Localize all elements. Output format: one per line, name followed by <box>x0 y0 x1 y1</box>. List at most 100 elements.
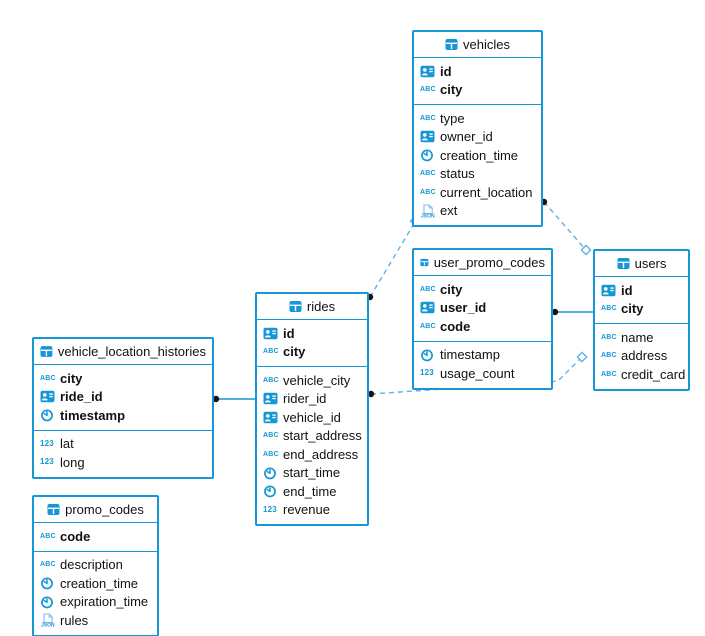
abc-string-type-icon: ABC <box>420 322 436 330</box>
field-row-end_time: end_time <box>257 482 367 501</box>
field-name: revenue <box>283 502 330 518</box>
relation-diamond-endpoint <box>580 244 592 256</box>
field-name: rules <box>60 612 89 628</box>
relationship-vehicles-to-users <box>543 201 587 251</box>
field-row-creation_time: creation_time <box>34 574 157 593</box>
abc-string-type-icon: ABC <box>601 352 617 360</box>
id-card-type-icon <box>601 284 621 297</box>
field-row-start_time: start_time <box>257 464 367 483</box>
clock-timestamp-type-icon <box>40 595 60 609</box>
abc-string-type-icon: ABC <box>601 305 617 313</box>
table-header-rides[interactable]: rides <box>257 294 367 320</box>
field-row-id: id <box>257 324 367 343</box>
field-name: description <box>60 557 123 573</box>
field-name: start_time <box>283 465 341 481</box>
field-name: type <box>440 110 465 126</box>
field-name: owner_id <box>440 129 493 145</box>
field-name: city <box>440 82 463 98</box>
table-icon <box>289 300 302 313</box>
table-header-vehicles[interactable]: vehicles <box>414 32 541 58</box>
123-number-type-icon: 123 <box>40 457 54 467</box>
123-number-type-icon: 123 <box>263 504 277 514</box>
table-name: rides <box>306 299 336 314</box>
field-row-expiration_time: expiration_time <box>34 593 157 612</box>
field-name: city <box>283 344 306 360</box>
field-row-timestamp: timestamp <box>414 346 551 365</box>
table-header-vehicle_location_histories[interactable]: vehicle_location_histories <box>34 339 212 365</box>
field-name: address <box>621 348 668 364</box>
field-name: vehicle_city <box>283 372 351 388</box>
table-header-users[interactable]: users <box>595 251 688 277</box>
primary-key-section: ABC code <box>34 523 157 551</box>
field-name: ext <box>440 203 458 219</box>
field-row-city: ABC city <box>595 300 688 319</box>
field-name: id <box>440 63 452 79</box>
field-row-vehicle_id: vehicle_id <box>257 408 367 427</box>
abc-string-type-icon: ABC <box>420 188 436 196</box>
abc-string-type-icon: ABC <box>263 348 279 356</box>
field-name: start_address <box>283 428 362 444</box>
field-row-end_address: ABC end_address <box>257 445 367 464</box>
table-header-user_promo_codes[interactable]: user_promo_codes <box>414 250 551 276</box>
field-name: status <box>440 166 475 182</box>
field-name: end_address <box>283 446 359 462</box>
field-name: vehicle_id <box>283 409 341 425</box>
clock-timestamp-type-icon <box>263 484 283 498</box>
id-card-type-icon <box>263 411 283 424</box>
table-icon <box>40 345 53 358</box>
abc-string-type-icon: ABC <box>601 370 617 378</box>
id-card-type-icon <box>420 130 440 143</box>
field-name: ride_id <box>60 389 103 405</box>
field-row-rules: JSON rules <box>34 611 157 630</box>
relation-dot-endpoint <box>367 390 375 398</box>
table-name: vehicles <box>463 37 510 52</box>
123-number-type-icon: 123 <box>420 368 434 378</box>
field-row-vehicle_city: ABC vehicle_city <box>257 371 367 390</box>
field-name: timestamp <box>440 347 500 363</box>
table-header-promo_codes[interactable]: promo_codes <box>34 497 157 523</box>
abc-string-type-icon: ABC <box>263 376 279 384</box>
field-row-timestamp: timestamp <box>34 406 212 425</box>
clock-timestamp-type-icon <box>420 148 440 162</box>
field-row-id: id <box>595 281 688 300</box>
field-row-city: ABC city <box>257 343 367 362</box>
abc-string-type-icon: ABC <box>420 285 436 293</box>
svg-text:JSON: JSON <box>41 623 55 628</box>
field-name: id <box>621 282 633 298</box>
abc-string-type-icon: ABC <box>40 532 56 540</box>
field-row-address: ABC address <box>595 347 688 366</box>
table-name: users <box>634 256 667 271</box>
id-card-type-icon <box>420 301 440 314</box>
relation-dot-endpoint <box>551 308 559 316</box>
json-type-icon: JSON <box>420 204 440 218</box>
table-icon <box>445 38 458 51</box>
abc-string-type-icon: ABC <box>40 561 56 569</box>
field-name: code <box>60 528 91 544</box>
abc-string-type-icon: ABC <box>263 450 279 458</box>
field-row-creation_time: creation_time <box>414 146 541 165</box>
field-name: city <box>621 301 644 317</box>
123-number-type-icon: 123 <box>40 438 54 448</box>
